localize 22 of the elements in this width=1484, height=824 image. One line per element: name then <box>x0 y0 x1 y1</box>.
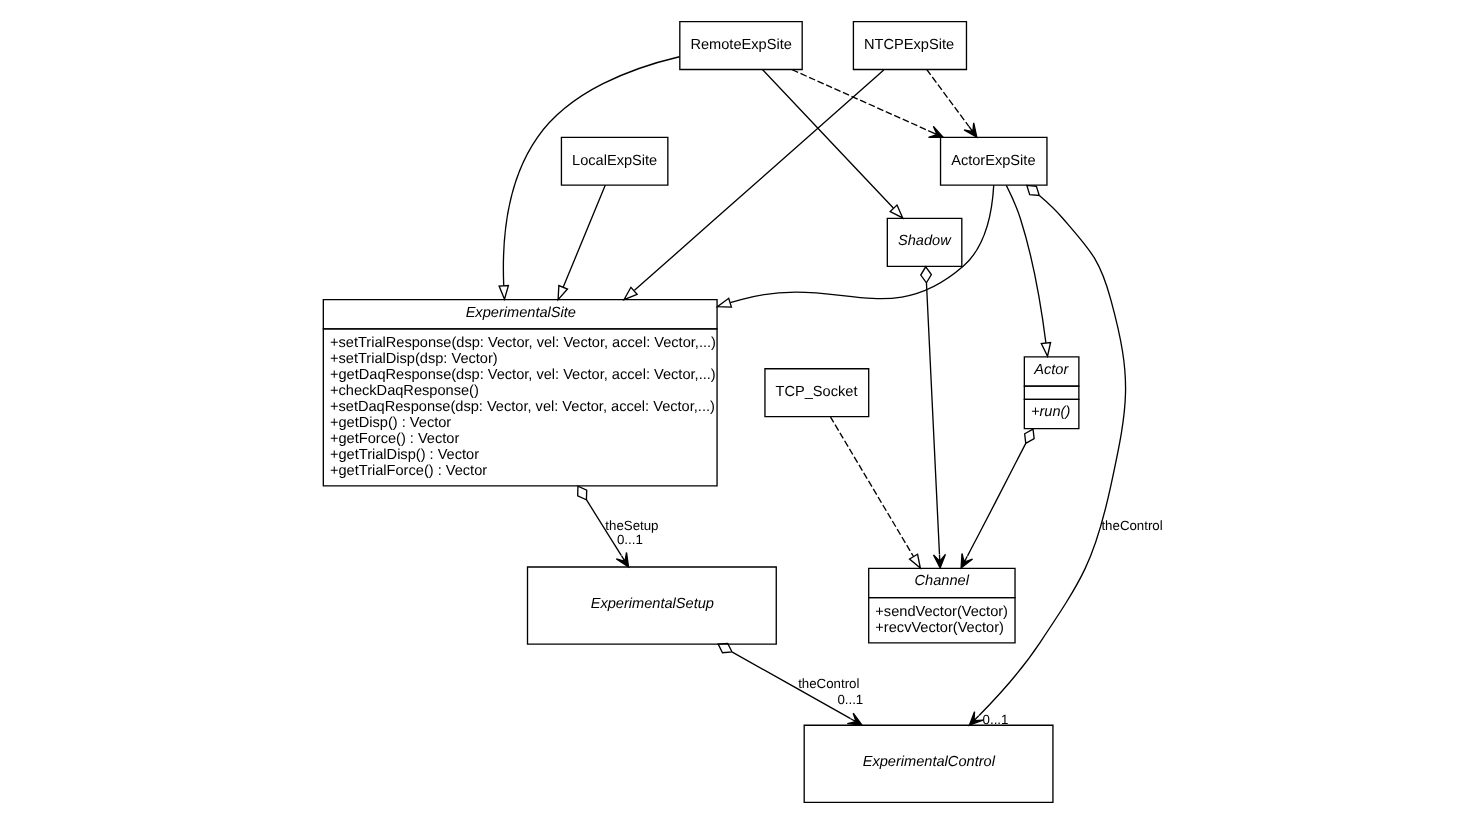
arrow <box>760 68 904 220</box>
node-box: ActorExpSite <box>938 136 1047 186</box>
arrow <box>790 69 943 138</box>
arrow <box>621 69 884 301</box>
arrow <box>918 265 946 569</box>
arrow <box>576 485 629 568</box>
arrow <box>556 184 605 302</box>
arrow <box>716 642 862 726</box>
node-box: Shadow <box>885 217 962 267</box>
node-box: ExperimentalSetup <box>525 566 776 645</box>
arrow <box>1004 184 1051 359</box>
arrow <box>967 184 1126 726</box>
node-box: ExperimentalControl <box>802 724 1053 804</box>
node-box: LocalExpSite <box>559 136 668 186</box>
node-box: TCP_Socket <box>763 368 869 418</box>
node-box: RemoteExpSite <box>678 20 802 71</box>
arrow <box>497 56 680 302</box>
arrow <box>828 416 921 570</box>
arrow <box>714 184 994 308</box>
node-box: NTCPExpSite <box>851 20 967 71</box>
arrow <box>925 69 977 138</box>
arrow <box>959 428 1034 569</box>
